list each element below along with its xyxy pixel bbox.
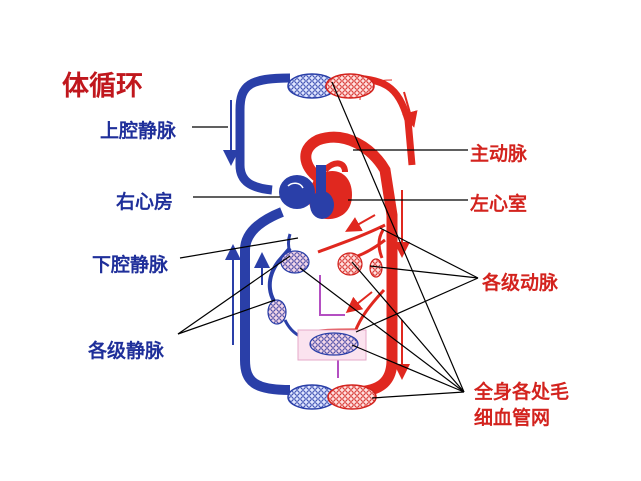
diagram-title: 体循环 — [62, 71, 143, 102]
heart — [279, 160, 352, 220]
leader-veins-2 — [177, 299, 276, 335]
leader-arteries-1 — [379, 227, 479, 279]
label-veins: 各级静脉 — [88, 340, 165, 362]
capillary-bed-top — [287, 73, 375, 99]
label-right-atrium: 右心房 — [116, 191, 174, 213]
label-capillaries-line2: 细血管网 — [474, 407, 551, 429]
superior-vena-cava-vessel — [223, 73, 294, 195]
label-superior-vena-cava: 上腔静脉 — [100, 120, 177, 142]
label-arteries: 各级动脉 — [482, 272, 559, 294]
capillary-bed-middle — [267, 250, 383, 356]
leader-arteries-2 — [369, 265, 479, 279]
leader-capillaries-2 — [351, 261, 465, 393]
label-inferior-vena-cava: 下腔静脉 — [92, 254, 169, 276]
label-left-ventricle: 左心室 — [470, 193, 528, 215]
leader-arteries-3 — [355, 277, 479, 333]
leader-capillaries-4 — [351, 344, 465, 393]
inferior-vena-cava-vessel — [225, 207, 293, 395]
capillary-bed-bottom — [287, 384, 377, 410]
label-aorta: 主动脉 — [470, 143, 528, 165]
leader-lines — [177, 81, 479, 399]
leader-capillaries-3 — [299, 267, 465, 393]
leader-inferior-vena-cava — [179, 237, 299, 259]
leader-veins-1 — [177, 255, 291, 335]
right-atrium-chamber — [279, 175, 315, 209]
leader-capillaries-5 — [371, 391, 465, 399]
leader-capillaries-1 — [331, 81, 465, 393]
label-capillaries-line1: 全身各处毛 — [474, 381, 570, 403]
